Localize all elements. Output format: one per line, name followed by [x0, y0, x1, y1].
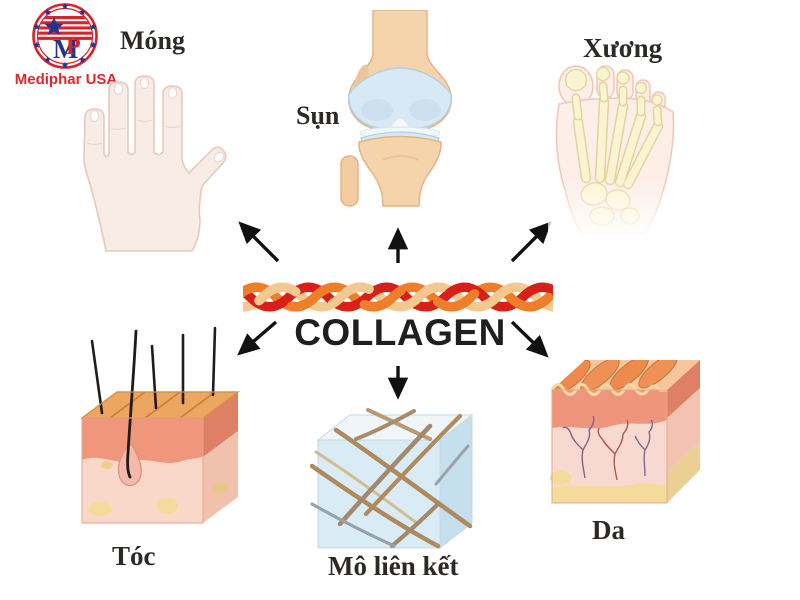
strand-red	[243, 282, 553, 312]
logo-brand-text: Mediphar USA	[14, 71, 118, 88]
foot-bones-illustration	[548, 62, 698, 240]
phalanx-bones	[564, 66, 663, 127]
collagen-fibers	[310, 408, 473, 549]
hand-illustration	[78, 68, 228, 253]
hand-silhouette	[83, 75, 227, 252]
mediphar-logo: M P	[10, 2, 122, 72]
collagen-title: COLLAGEN	[294, 312, 506, 353]
skin-layers-illustration	[545, 350, 705, 510]
tibia-shading	[382, 155, 420, 161]
top-grooves	[109, 391, 216, 419]
label-skin: Da	[592, 515, 625, 545]
fat-layer-front	[552, 483, 667, 503]
label-hair: Tóc	[112, 541, 156, 571]
strand-tan-weave	[243, 282, 553, 312]
fat-layer-side	[667, 442, 700, 503]
fibula-bone	[340, 155, 359, 207]
finger-creases	[86, 119, 181, 146]
front-face-outline	[81, 417, 204, 524]
condyle-right	[409, 99, 441, 121]
label-cartilage: Sụn	[296, 101, 340, 130]
knee-joint-illustration	[335, 10, 465, 210]
label-bone: Xương	[583, 33, 663, 63]
metatarsal-bones	[572, 96, 664, 190]
dermis-vessels	[562, 415, 654, 481]
arrow-down-left	[237, 320, 278, 356]
condyle-notch	[391, 119, 409, 128]
hair-follicle-illustration	[70, 325, 245, 535]
fingernails	[89, 77, 225, 163]
cube-side-face	[439, 413, 473, 550]
collagen-fiber-illustration	[243, 282, 553, 312]
ankle-fade	[548, 178, 698, 240]
fat-cells	[88, 461, 227, 516]
da-front-outline	[551, 389, 668, 504]
label-nails: Móng	[120, 26, 185, 55]
logo-monogram-m: M	[53, 34, 78, 64]
strand-orange-weave	[243, 282, 553, 312]
fat-blob	[550, 471, 572, 485]
logo-monogram-p: P	[66, 34, 81, 60]
condyle-left	[361, 99, 393, 121]
epidermis-side	[667, 360, 700, 418]
ridge-front-wave	[550, 383, 667, 396]
arrow-up-left	[238, 221, 280, 263]
mediphar-logo-icon: M P	[32, 2, 98, 69]
dermis-side	[203, 392, 238, 457]
logo-stripes	[38, 16, 92, 40]
tibia-bone	[358, 135, 442, 207]
hair-follicle-bulb	[117, 444, 142, 487]
epidermis-front-band	[552, 390, 667, 429]
hypodermis-side	[203, 431, 238, 523]
arrow-up-right	[510, 221, 552, 263]
dermis-side	[667, 388, 700, 472]
arrow-down-right	[510, 320, 549, 358]
label-connective-tissue: Mô liên kết	[328, 551, 459, 581]
connective-tissue-illustration	[310, 408, 480, 558]
